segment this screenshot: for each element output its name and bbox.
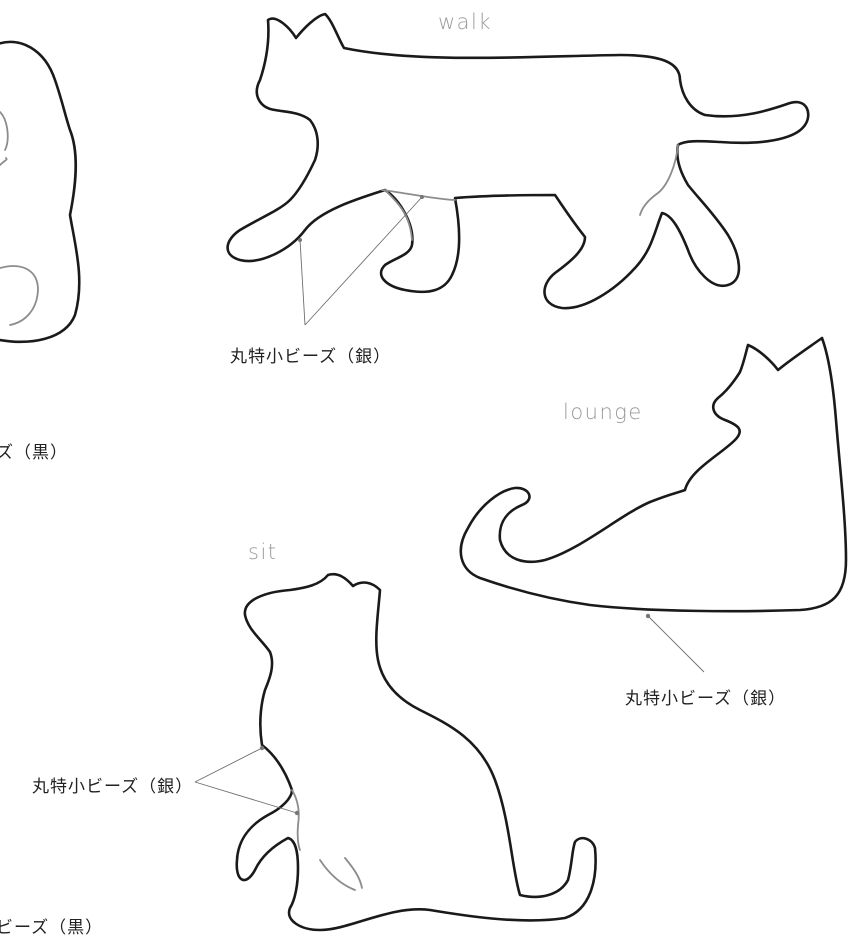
lounging-cat-bead-dot <box>645 613 651 619</box>
left-cat-inner-line-upper <box>0 111 9 166</box>
lounging-cat <box>459 336 848 673</box>
lounging-cat-bead-label: 丸特小ビーズ（銀） <box>625 689 787 709</box>
walking-cat-bead-dot-1 <box>298 238 302 242</box>
left-upper-partial-label: ズ（黒） <box>0 443 68 463</box>
walking-cat-bead-dot-2 <box>420 195 424 199</box>
walk-pose-label: walk <box>438 10 493 34</box>
walking-cat-bead-label: 丸特小ビーズ（銀） <box>230 347 392 367</box>
sitting-cat-outline <box>235 572 597 932</box>
lounging-cat-outline <box>459 336 848 613</box>
lounging-cat-leader-line <box>647 615 705 673</box>
walking-cat-leader-line-1 <box>299 239 306 326</box>
sitting-cat-leader-line-1 <box>194 747 263 783</box>
lounge-pose-label: lounge <box>563 400 643 424</box>
sitting-cat-leg-line <box>291 789 301 851</box>
sitting-cat-leader-line-2 <box>194 781 298 814</box>
walking-cat <box>226 12 810 326</box>
walking-cat-leader-line-2 <box>304 196 423 326</box>
walking-cat-hind-leg-line <box>639 144 679 216</box>
sitting-cat-bead-label: 丸特小ビーズ（銀） <box>32 777 194 797</box>
left-partial-cat <box>0 40 81 344</box>
left-lower-partial-label: ビーズ（黒） <box>0 918 104 938</box>
left-cat-inner-line-lower <box>0 265 39 326</box>
sitting-cat <box>194 572 597 932</box>
sitting-cat-bead-dot-2 <box>294 810 300 816</box>
sit-pose-label: sit <box>248 540 278 564</box>
sitting-cat-paw-line <box>319 857 363 891</box>
sitting-cat-bead-dot-1 <box>259 745 265 751</box>
walking-cat-outline <box>226 12 810 310</box>
left-cat-outline <box>0 40 81 344</box>
walking-cat-front-leg-line <box>381 189 456 241</box>
